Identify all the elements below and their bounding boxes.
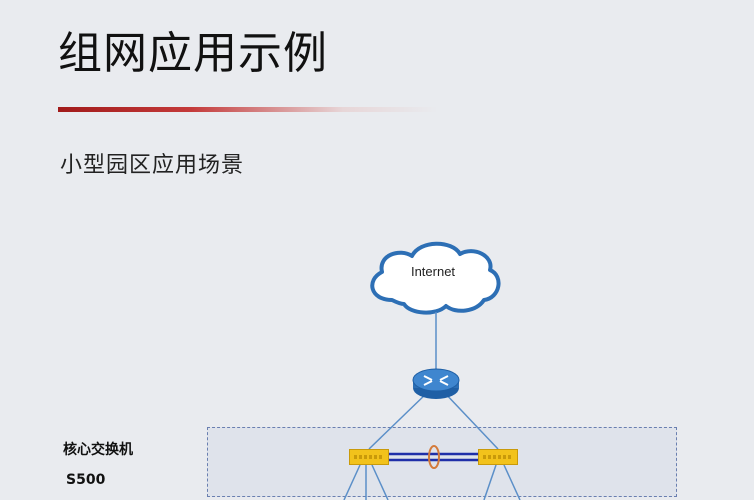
title-accent-bar [58,107,438,112]
core-switch-left-icon [349,449,389,465]
downlink-line [503,464,521,500]
link-aggregation-ring [428,445,440,469]
internet-cloud-icon [370,241,501,315]
downlink-line [371,464,389,500]
core-switch-model: S500 [66,472,106,488]
router-to-right-switch-line [441,389,499,450]
router-to-left-switch-line [368,389,431,450]
core-switch-zone [207,427,677,497]
slide-subtitle: 小型园区应用场景 [60,153,245,178]
core-switch-right-icon [478,449,518,465]
slide-title: 组网应用示例 [58,28,328,79]
core-switch-label: 核心交换机 [63,442,133,458]
downlink-line [483,464,497,500]
router-icon [412,368,460,399]
downlink-line [343,464,361,500]
internet-label: Internet [410,264,456,279]
